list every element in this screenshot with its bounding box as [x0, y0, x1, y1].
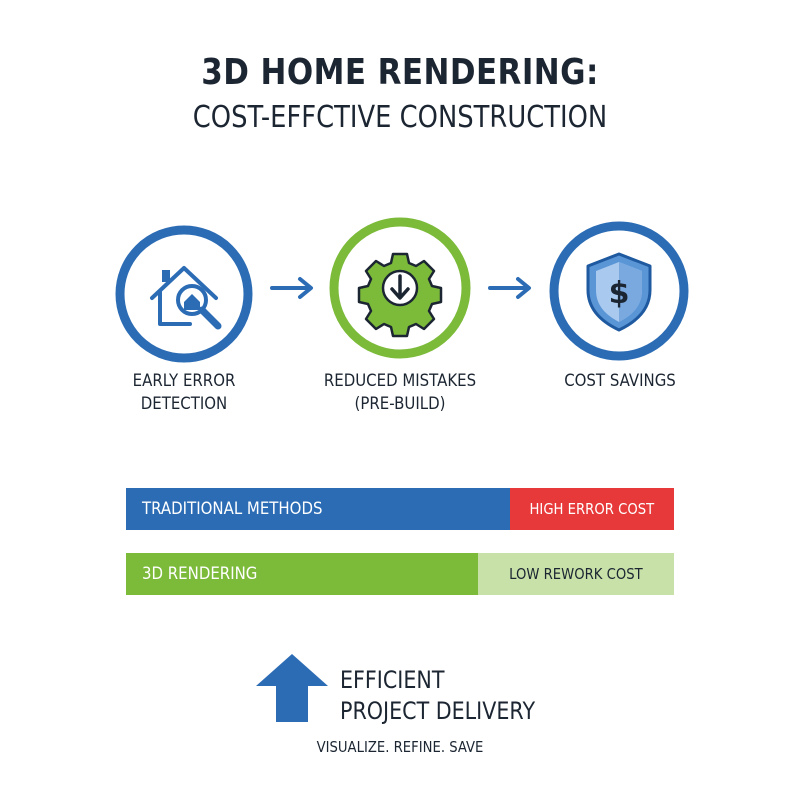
high-error-cost-tag: HIGH ERROR COST	[510, 488, 674, 530]
step-3-label: COST SAVINGS	[564, 371, 676, 391]
step-3-circle: $	[549, 221, 689, 361]
gear-download-icon	[357, 252, 443, 338]
step-2-label: REDUCED MISTAKES (PRE-BUILD)	[323, 371, 477, 414]
page-subtitle: COST-EFFCTIVE CONSTRUCTION	[192, 100, 608, 135]
low-rework-cost-tag: LOW REWORK COST	[478, 553, 674, 595]
footer-headline: EFFICIENT PROJECT DELIVERY	[340, 666, 536, 725]
step-1-label: EARLY ERROR DETECTION	[132, 371, 236, 414]
page-title: 3D HOME RENDERING:	[201, 52, 599, 93]
dollar-shield-icon: $	[586, 252, 652, 332]
arrow-right-icon	[270, 277, 313, 299]
traditional-methods-bar: TRADITIONAL METHODS	[126, 488, 510, 530]
house-magnifier-icon	[150, 266, 222, 330]
step-2-circle	[329, 217, 471, 359]
step-1-circle	[115, 225, 253, 363]
3d-rendering-bar: 3D RENDERING	[126, 553, 478, 595]
svg-text:$: $	[609, 276, 630, 311]
arrow-right-icon	[488, 277, 531, 299]
tagline: VISUALIZE. REFINE. SAVE	[316, 738, 484, 756]
arrow-up-icon	[256, 654, 328, 722]
